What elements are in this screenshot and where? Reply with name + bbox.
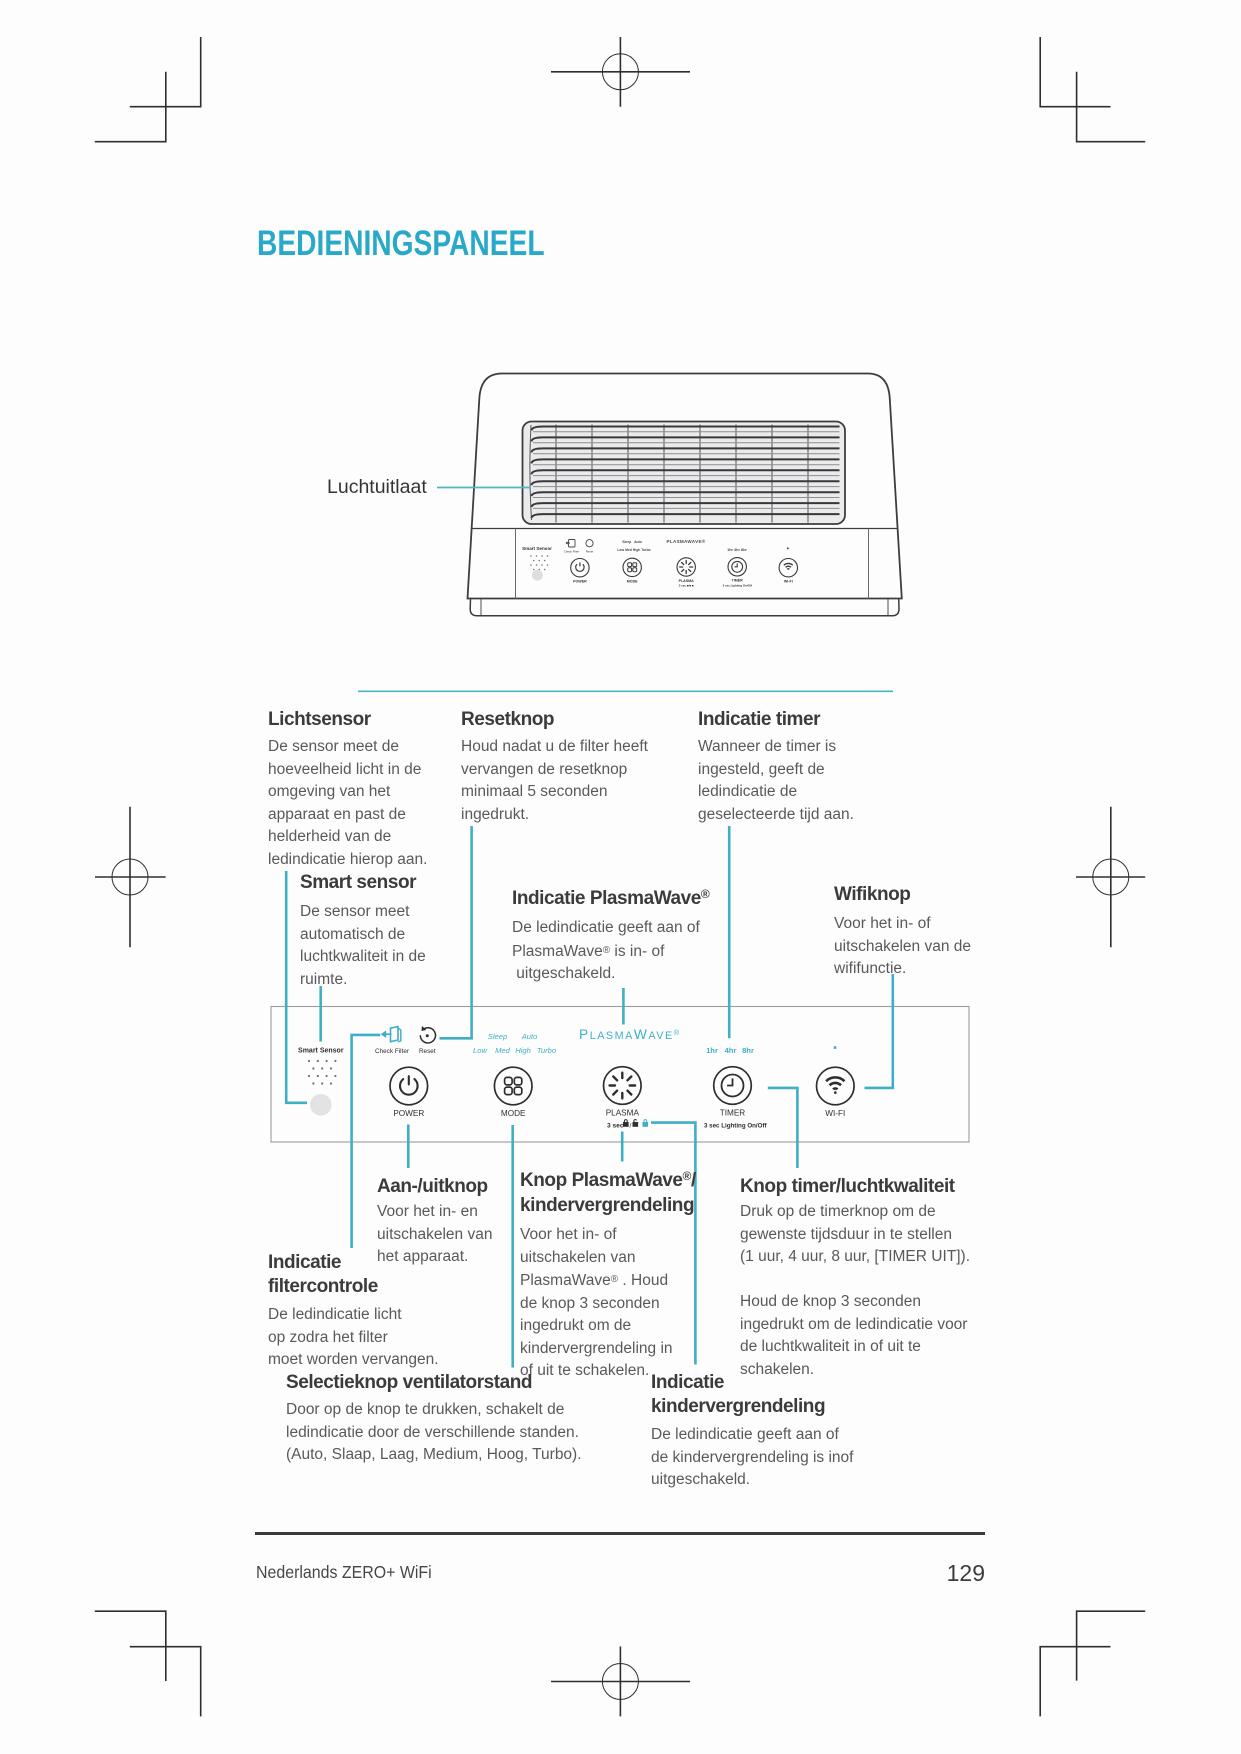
svg-text:Smart Sensor: Smart Sensor (522, 546, 552, 551)
svg-text:PLASMAWAVE®: PLASMAWAVE® (579, 1027, 681, 1042)
svg-text:MODE: MODE (627, 579, 638, 583)
svg-text:Med: Med (495, 1046, 511, 1055)
svg-text:PLASMAWAVE®: PLASMAWAVE® (666, 538, 705, 544)
svg-text:WI-FI: WI-FI (784, 579, 793, 583)
svg-text:MODE: MODE (501, 1109, 526, 1118)
svg-text:Reset: Reset (419, 1048, 436, 1055)
svg-text:High: High (515, 1046, 531, 1055)
svg-text:PLASMA: PLASMA (679, 579, 695, 583)
svg-text:Low: Low (473, 1046, 487, 1055)
svg-text:Auto: Auto (521, 1032, 538, 1041)
svg-text:1hr: 1hr (706, 1046, 718, 1055)
svg-text:Smart Sensor: Smart Sensor (298, 1048, 344, 1055)
svg-text:Low Med High Turbo: Low Med High Turbo (617, 548, 650, 552)
svg-text:PLASMA: PLASMA (606, 1108, 640, 1117)
svg-text:3 sec: 3 sec (607, 1123, 624, 1130)
svg-text:1hr 4hr 8hr: 1hr 4hr 8hr (727, 548, 747, 552)
svg-text:Turbo: Turbo (537, 1046, 556, 1055)
svg-text:/: / (630, 1123, 632, 1130)
svg-text:POWER: POWER (393, 1109, 424, 1118)
svg-text:8hr: 8hr (742, 1046, 754, 1055)
svg-text:POWER: POWER (573, 579, 587, 583)
svg-text:TIMER: TIMER (720, 1108, 746, 1117)
svg-text:3 sec ■/■ ■: 3 sec ■/■ ■ (679, 584, 694, 588)
svg-text:3 sec Lighting On/Off: 3 sec Lighting On/Off (723, 583, 752, 587)
svg-text:TIMER: TIMER (732, 579, 744, 583)
svg-text:4hr: 4hr (725, 1046, 737, 1055)
svg-text:3 sec Lighting On/Off: 3 sec Lighting On/Off (704, 1123, 768, 1130)
svg-text:Reset: Reset (586, 549, 594, 553)
svg-text:WI-FI: WI-FI (825, 1109, 845, 1118)
svg-text:Sleep Auto: Sleep Auto (622, 540, 642, 544)
svg-text:Check Filter: Check Filter (564, 549, 579, 553)
svg-text:Check Filter: Check Filter (375, 1048, 410, 1055)
svg-text:Sleep: Sleep (488, 1032, 507, 1041)
